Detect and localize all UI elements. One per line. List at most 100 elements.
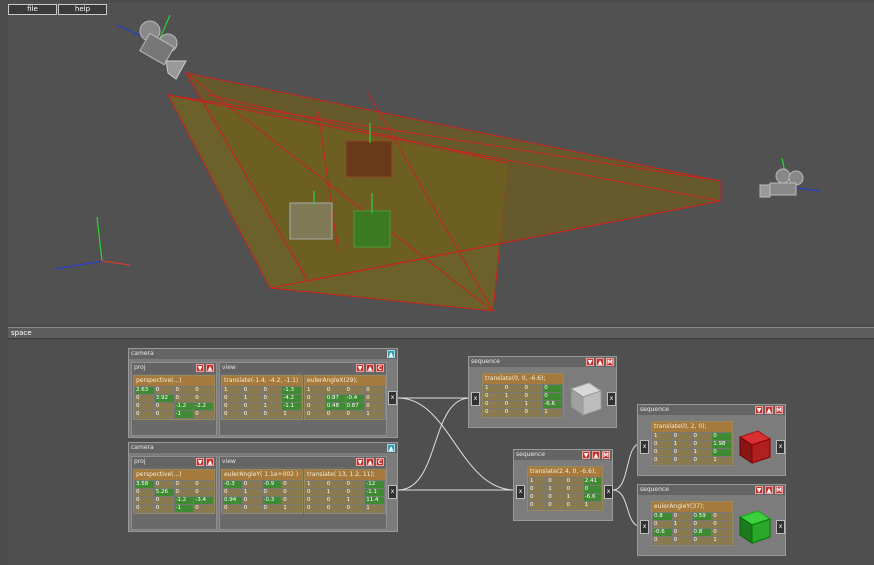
matrix-cell[interactable]: 0 [262,387,282,394]
move-down-button[interactable]: ▼ [755,406,763,414]
matrix-cell[interactable]: 0.8 [692,529,712,536]
matrix-cell[interactable]: 0 [154,403,174,410]
matrix-cell[interactable]: 1 [262,403,282,410]
matrix-cell[interactable]: 0 [282,481,301,488]
output-port[interactable]: x [776,520,785,534]
matrix-cell[interactable]: 0 [174,387,194,394]
move-down-button[interactable]: ▼ [582,451,590,459]
matrix-cell[interactable]: 11.4 [365,497,384,504]
matrix-cell[interactable]: -0.3 [262,497,282,504]
matrix-cell[interactable]: 0 [242,403,262,410]
matrix-cell[interactable]: 0 [547,478,565,485]
matrix-cell[interactable]: 0 [692,441,712,448]
matrix-cell[interactable]: 0 [194,481,213,488]
matrix-cell[interactable]: -0.4 [345,395,365,402]
matrix-cell[interactable]: 0 [194,489,213,496]
output-port[interactable]: x [776,440,785,454]
file-menu[interactable]: file [8,4,57,15]
matrix-cell[interactable]: 1 [692,449,712,456]
matrix-cell[interactable]: 0 [653,449,672,456]
matrix-cell[interactable]: 0 [653,521,672,528]
matrix-cell[interactable]: 0 [174,489,194,496]
matrix-cell[interactable]: 0 [194,395,213,402]
move-up-button[interactable]: ▲ [206,458,214,466]
matrix-cell[interactable]: 0 [529,494,547,501]
matrix-cell[interactable]: 0 [135,497,154,504]
matrix-cell[interactable]: 1 [523,401,543,408]
matrix-cell[interactable]: -1.2 [174,403,194,410]
matrix-cell[interactable]: 0 [712,529,731,536]
input-port[interactable]: x [471,392,480,406]
matrix-cell[interactable]: 1 [365,411,384,418]
matrix-cell[interactable]: 0.87 [325,395,345,402]
clear-button[interactable]: C [376,458,384,466]
menu-button[interactable]: M [775,406,783,414]
matrix-cell[interactable]: 0 [154,497,174,504]
move-up-button[interactable]: ▲ [366,458,374,466]
matrix-cell[interactable]: 0 [242,505,262,512]
input-port[interactable]: x [640,520,649,534]
matrix-cell[interactable]: 0 [565,486,583,493]
matrix-cell[interactable]: 1 [712,457,731,464]
output-port[interactable]: x [388,485,397,499]
output-port[interactable]: x [388,391,397,405]
matrix-cell[interactable]: 0 [154,387,174,394]
matrix-cell[interactable]: -6.6 [583,494,601,501]
matrix-cell[interactable]: 1 [529,478,547,485]
sequence-node-2[interactable]: sequence ▼ ▲ M x translate(2.4, 0, -6.6)… [513,449,613,521]
move-up-button[interactable]: ▲ [592,451,600,459]
input-port[interactable]: x [516,485,525,499]
matrix-cell[interactable]: -2.2 [194,403,213,410]
matrix-cell[interactable]: 0 [365,395,384,402]
matrix-cell[interactable]: 0 [523,385,543,392]
matrix-cell[interactable]: 1 [282,411,301,418]
matrix-cell[interactable]: 0 [565,502,583,509]
matrix-cell[interactable]: 3.58 [135,481,154,488]
matrix-cell[interactable]: 0 [154,481,174,488]
matrix-cell[interactable]: 0 [653,457,672,464]
matrix-cell[interactable]: 0 [345,387,365,394]
matrix-cell[interactable]: 0 [194,387,213,394]
matrix-cell[interactable]: 0 [503,409,523,416]
move-down-button[interactable]: ▼ [196,364,204,372]
matrix-cell[interactable]: 0 [325,387,345,394]
matrix-cell[interactable]: 1 [653,433,672,440]
menu-button[interactable]: M [602,451,610,459]
matrix-cell[interactable]: 1 [547,486,565,493]
matrix-cell[interactable]: 0 [672,513,692,520]
matrix-cell[interactable]: 1 [365,505,384,512]
box-red[interactable] [345,140,393,178]
matrix-cell[interactable]: 0 [672,537,692,544]
matrix-cell[interactable]: 0.94 [223,497,242,504]
matrix-cell[interactable]: 0 [672,449,692,456]
matrix-cell[interactable]: 1 [672,441,692,448]
matrix-cell[interactable]: 0 [712,449,731,456]
matrix-cell[interactable]: 1 [223,387,242,394]
matrix-cell[interactable]: 0 [223,411,242,418]
matrix-cell[interactable]: 0 [503,401,523,408]
matrix-cell[interactable]: 1 [242,395,262,402]
matrix-cell[interactable]: 2.41 [583,478,601,485]
box-gray[interactable] [289,202,333,240]
matrix-cell[interactable]: 0 [306,489,325,496]
matrix-cell[interactable]: 5.26 [154,489,174,496]
matrix-cell[interactable]: 0 [135,489,154,496]
matrix-cell[interactable]: 0 [365,403,384,410]
move-up-button[interactable]: ▲ [765,486,773,494]
matrix-cell[interactable]: 0 [523,393,543,400]
matrix-cell[interactable]: 1 [484,385,503,392]
matrix-cell[interactable]: 0 [653,441,672,448]
matrix-cell[interactable]: 3.92 [154,395,174,402]
matrix-cell[interactable]: 0 [712,433,731,440]
